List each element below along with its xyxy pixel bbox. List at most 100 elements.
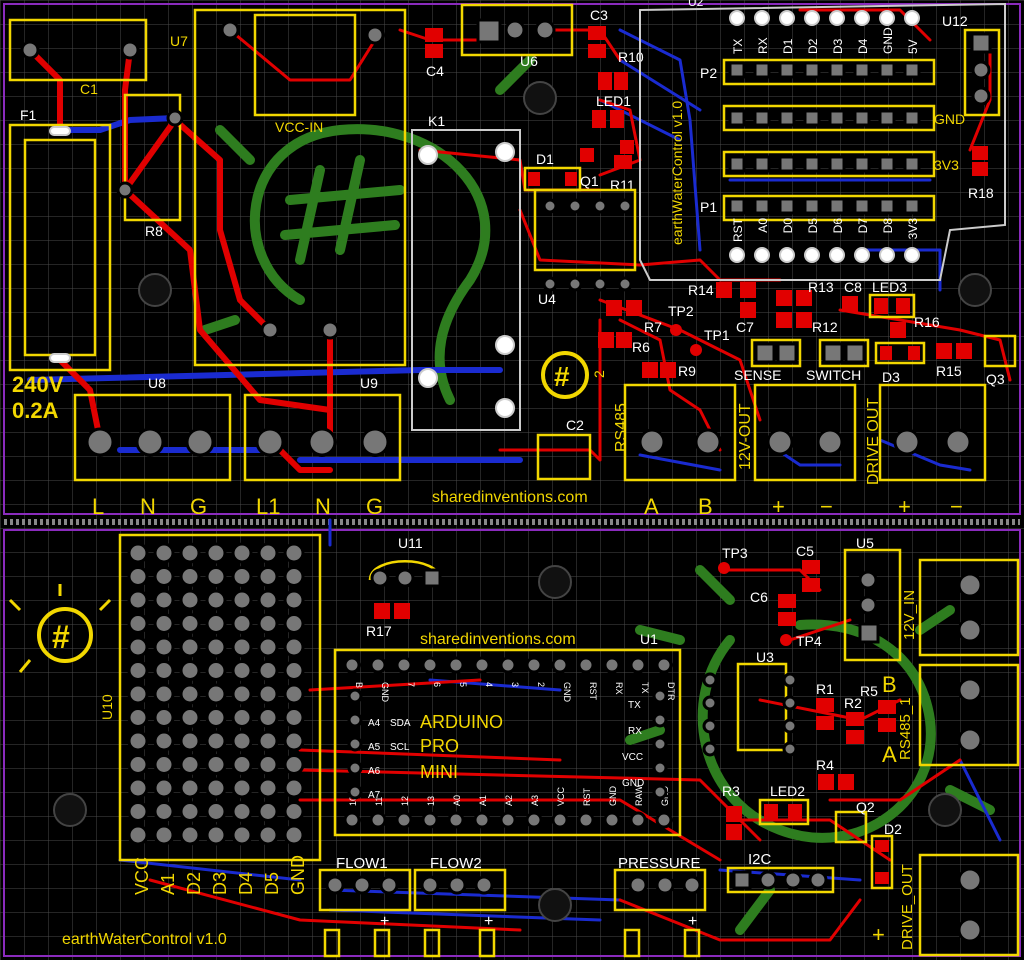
d2: D2 — [870, 821, 902, 890]
rail-gnd-label: GND — [934, 111, 965, 127]
led2: LED2 — [758, 783, 810, 826]
r2-label: R2 — [844, 695, 862, 711]
u10-pin-label: D5 — [262, 872, 282, 895]
proto-pad — [205, 660, 227, 681]
p1-pin-label: D8 — [881, 218, 895, 234]
rating-voltage: 240V — [12, 372, 64, 397]
flow1-connector: FLOW1 — [318, 855, 412, 958]
proto-pad — [257, 801, 279, 822]
u10-label: U10 — [99, 694, 115, 720]
p1-pad — [828, 197, 846, 215]
arduino-bottom-pin-label: RST — [582, 787, 592, 806]
mains-l1: L1 — [256, 494, 280, 519]
c4: C4 — [425, 28, 444, 79]
tp3-label: TP3 — [722, 545, 748, 561]
arduino-top-pin-label: 5 — [458, 682, 468, 687]
mains-n: N — [140, 494, 156, 519]
d2-label: D2 — [884, 821, 902, 837]
r6-label: R6 — [632, 339, 650, 355]
arduino-top-pad — [551, 656, 569, 674]
tp1-label: TP1 — [704, 327, 730, 343]
v12-out-minus: − — [820, 494, 833, 519]
tp2-label: TP2 — [668, 303, 694, 319]
p1-hole — [729, 247, 745, 263]
website-top: sharedinventions.com — [432, 489, 588, 506]
r5-label: R5 — [860, 683, 878, 699]
proto-pad — [257, 636, 279, 658]
arduino-side-pad — [652, 712, 668, 728]
arduino-side-pad — [652, 736, 668, 752]
r7-label: R7 — [644, 319, 662, 335]
svg-text:#: # — [52, 619, 70, 655]
arduino-bottom-pin-label: VCC — [556, 786, 566, 806]
arduino-top-pad — [499, 656, 517, 674]
p1-hole — [754, 247, 770, 263]
proto-pad — [205, 566, 227, 587]
proto-pad — [205, 542, 227, 564]
proto-pad — [127, 636, 149, 658]
p1-hole — [779, 247, 795, 263]
proto-pad — [205, 613, 227, 634]
mounting-hole — [928, 793, 962, 827]
r14: R14 — [688, 282, 756, 298]
arduino-side-pad — [347, 760, 363, 776]
p1-pin-label: A0 — [756, 218, 770, 233]
p2-hole — [779, 10, 795, 26]
proto-pad — [205, 801, 227, 822]
p2-hole — [904, 10, 920, 26]
proto-pad — [153, 754, 175, 775]
p2-hole — [729, 10, 745, 26]
proto-pad — [127, 824, 149, 846]
v12-out-plus: + — [772, 494, 785, 519]
proto-pad — [205, 707, 227, 728]
c8-label: C8 — [844, 279, 862, 295]
p2-pin-label: RX — [756, 37, 770, 54]
arduino-side-pins — [347, 688, 668, 800]
proto-pad — [231, 754, 253, 775]
proto-pad — [231, 566, 253, 587]
arduino-bottom-pad — [629, 811, 647, 829]
led1: LED1 — [592, 93, 631, 128]
p1-pin-label: D0 — [781, 218, 795, 234]
arduino-bottom-pad — [447, 811, 465, 829]
arduino-bottom-pins: 10111213A0A1A2A3VCCRSTGNDRAWGND — [343, 785, 673, 829]
proto-pad — [205, 730, 227, 752]
p1-pin-label: 3V3 — [906, 218, 920, 240]
u6: U6 — [460, 3, 574, 69]
k1-label: K1 — [428, 113, 445, 129]
led1-label: LED1 — [596, 93, 631, 109]
drive-out-plus: + — [898, 494, 911, 519]
proto-pad — [179, 730, 201, 752]
c3: C3 — [588, 7, 608, 58]
proto-pad — [179, 824, 201, 846]
rs485-a-label: A — [644, 494, 659, 519]
u10-pin-label: D3 — [210, 872, 230, 895]
u9-terminal: U9 — [243, 375, 402, 482]
c5-label: C5 — [796, 543, 814, 559]
u3: U3 — [702, 649, 798, 757]
r12-label: R12 — [812, 319, 838, 335]
proto-pad — [127, 613, 149, 634]
d3-label: D3 — [882, 369, 900, 385]
proto-pad — [257, 660, 279, 681]
proto-pad — [179, 613, 201, 634]
pressure-connector: PRESSURE — [613, 855, 707, 958]
switch-label: SWITCH — [806, 367, 861, 383]
arduino-side-gnd: GND — [622, 778, 644, 789]
p1-pin-label: D5 — [806, 218, 820, 234]
arduino-bottom-pad — [369, 811, 387, 829]
tp4-label: TP4 — [796, 633, 822, 649]
v12-out-terminal: 12V-OUT + − — [737, 383, 857, 519]
c1-label: C1 — [80, 81, 98, 97]
r4-label: R4 — [816, 757, 834, 773]
proto-pad — [179, 660, 201, 681]
p1-pad — [753, 197, 771, 215]
p2-hole — [829, 10, 845, 26]
r8-label: R8 — [145, 223, 163, 239]
p1-pin-label: RST — [731, 217, 745, 242]
r7: R7 — [606, 300, 662, 335]
proto-pad — [231, 801, 253, 822]
arduino-title-1: ARDUINO — [420, 712, 503, 732]
proto-pad — [127, 589, 149, 611]
